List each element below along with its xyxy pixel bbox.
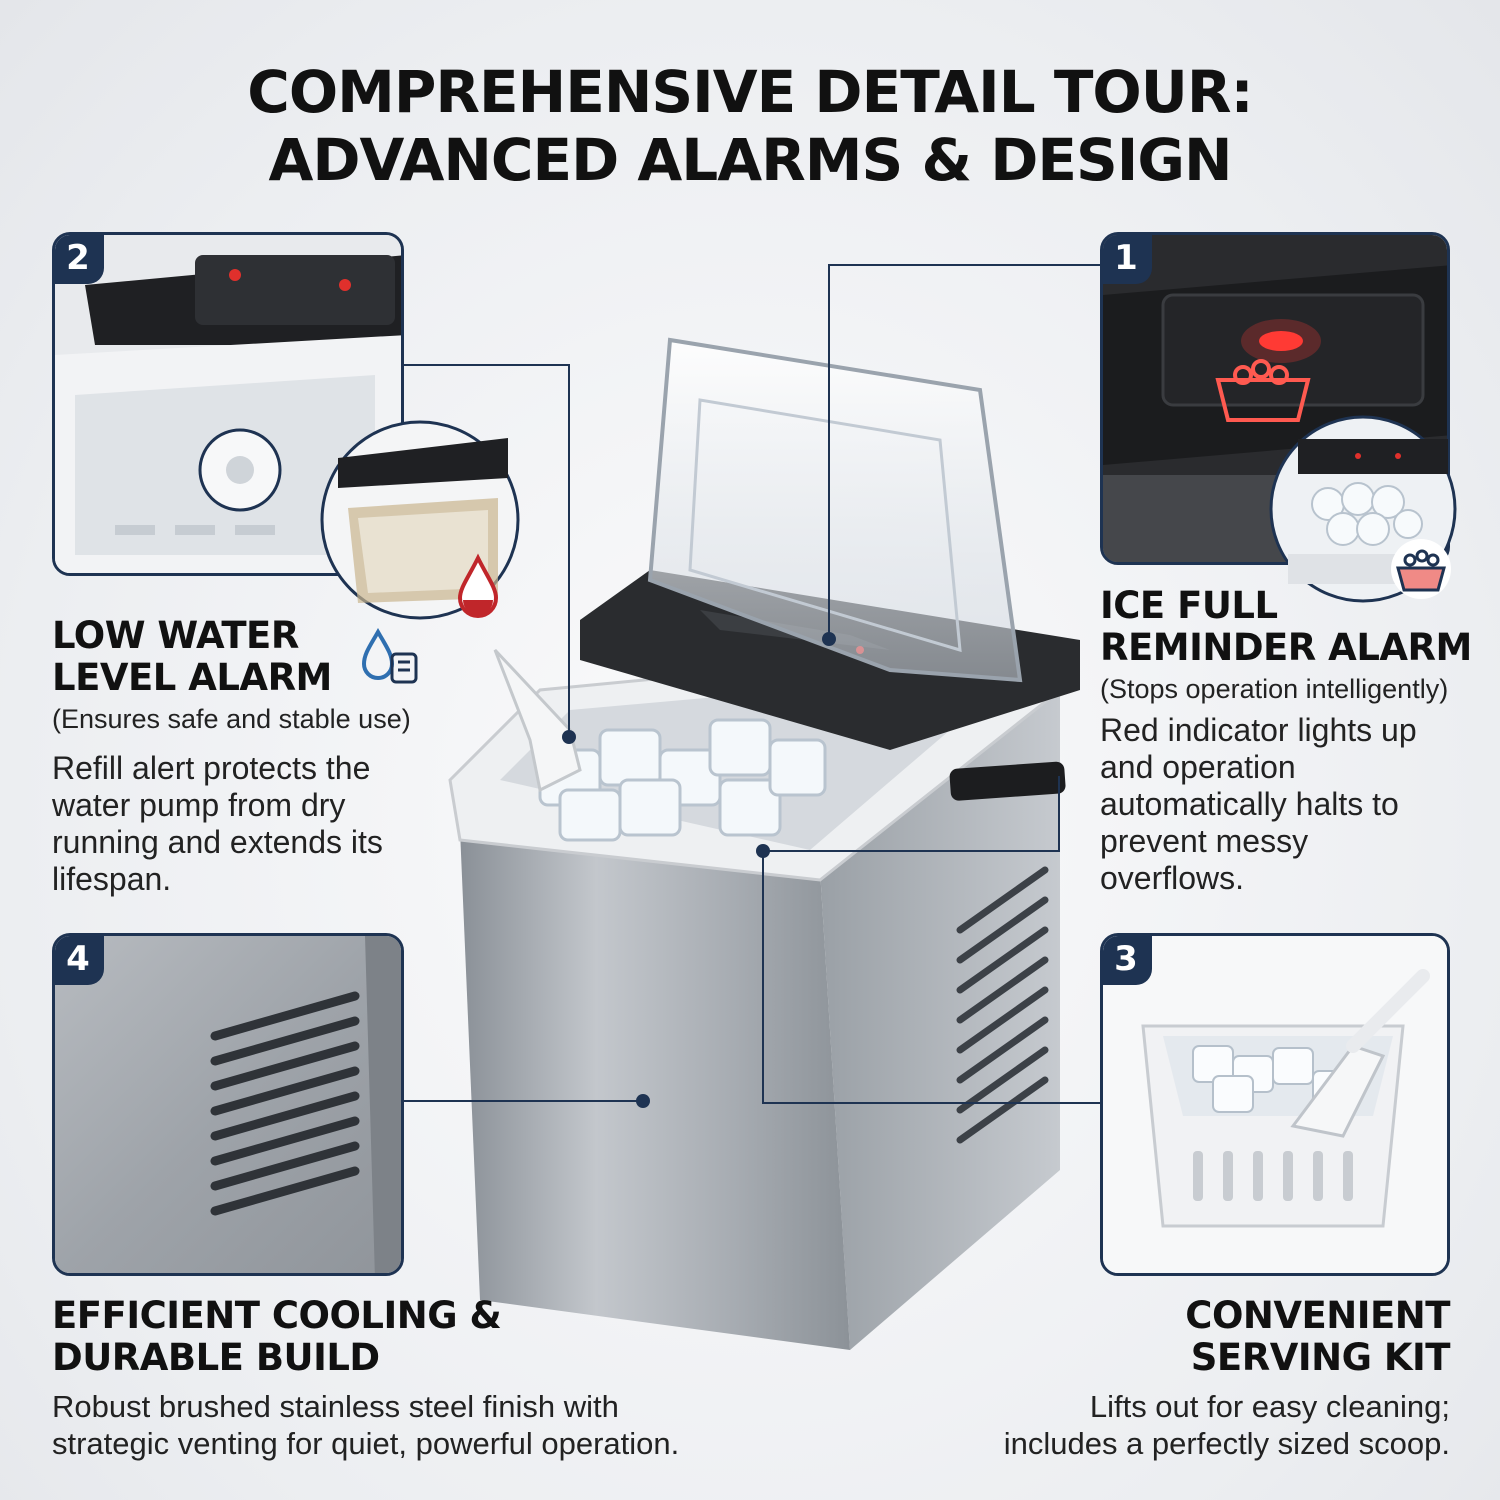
serving-body-line: includes a perfectly sized scoop. (1003, 1426, 1450, 1461)
connector-ice-full-h (828, 264, 1100, 266)
serving-card: 3 (1100, 933, 1450, 1276)
ice-full-heading-line1: ICE FULL (1100, 584, 1278, 627)
badge-3: 3 (1103, 936, 1152, 985)
ice-full-body-line: and operation (1100, 749, 1296, 785)
connector-ice-full-v (828, 264, 830, 636)
low-water-inset (320, 420, 520, 620)
ice-full-body-line: overflows. (1100, 860, 1245, 896)
cooling-heading-line1: EFFICIENT COOLING & (52, 1294, 502, 1337)
low-water-body-line: water pump from dry (52, 787, 346, 823)
ice-full-body-line: prevent messy (1100, 823, 1309, 859)
low-water-heading: LOW WATER LEVEL ALARM (52, 615, 332, 699)
low-water-body-line: Refill alert protects the (52, 750, 371, 786)
connector-cooling-dot (636, 1094, 650, 1108)
low-water-heading-line2: LEVEL ALARM (52, 656, 332, 699)
low-water-subtitle: (Ensures safe and stable use) (52, 704, 411, 734)
title-line-2: ADVANCED ALARMS & DESIGN (268, 126, 1232, 194)
cooling-heading: EFFICIENT COOLING & DURABLE BUILD (52, 1294, 502, 1379)
badge-4: 4 (55, 936, 104, 985)
connector-serving-h (762, 1102, 1100, 1104)
connector-low-water-h (404, 364, 570, 366)
cooling-card: 4 (52, 933, 404, 1276)
ice-full-heading: ICE FULL REMINDER ALARM (1100, 585, 1472, 669)
serving-body: Lifts out for easy cleaning; includes a … (1004, 1388, 1450, 1462)
ice-full-subtitle: (Stops operation intelligently) (1100, 674, 1449, 704)
ice-bowl-icon (1391, 539, 1451, 599)
low-water-body: Refill alert protects the water pump fro… (52, 750, 383, 898)
serving-heading-line2: SERVING KIT (1190, 1336, 1451, 1379)
serving-heading-line1: CONVENIENT (1185, 1294, 1450, 1337)
cooling-body: Robust brushed stainless steel finish wi… (52, 1388, 679, 1462)
connector-handle-v (1058, 776, 1060, 852)
page-title: COMPREHENSIVE DETAIL TOUR: ADVANCED ALAR… (0, 58, 1500, 194)
ice-full-body-line: automatically halts to (1100, 786, 1399, 822)
low-water-body-line: running and extends its (52, 824, 383, 860)
water-tank-image (55, 235, 401, 573)
low-water-heading-line1: LOW WATER (52, 614, 299, 657)
basket-scoop-image (1103, 936, 1447, 1273)
ice-full-heading-line2: REMINDER ALARM (1100, 626, 1472, 669)
serving-body-line: Lifts out for easy cleaning; (1089, 1389, 1450, 1424)
steel-vent-image (55, 936, 401, 1273)
connector-ice-full-dot (822, 632, 836, 646)
cooling-body-line: Robust brushed stainless steel finish wi… (52, 1389, 619, 1424)
connector-bin-v (762, 850, 764, 1104)
cooling-body-line: strategic venting for quiet, powerful op… (52, 1426, 680, 1461)
title-line-1: COMPREHENSIVE DETAIL TOUR: (247, 58, 1253, 126)
connector-cooling-h (404, 1100, 640, 1102)
low-water-body-line: lifespan. (52, 861, 172, 897)
connector-low-water-dot (562, 730, 576, 744)
cooling-heading-line2: DURABLE BUILD (52, 1336, 380, 1379)
connector-handle-h (766, 850, 1060, 852)
badge-1: 1 (1103, 235, 1152, 284)
connector-low-water-v (568, 364, 570, 736)
ice-basket-icon (1215, 359, 1311, 422)
serving-heading: CONVENIENT SERVING KIT (1185, 1295, 1450, 1379)
ice-maker-illustration (448, 337, 1080, 1350)
badge-2: 2 (55, 235, 104, 284)
ice-full-body: Red indicator lights up and operation au… (1100, 712, 1417, 897)
ice-full-body-line: Red indicator lights up (1100, 712, 1417, 748)
water-drop-level-icon (361, 628, 418, 684)
